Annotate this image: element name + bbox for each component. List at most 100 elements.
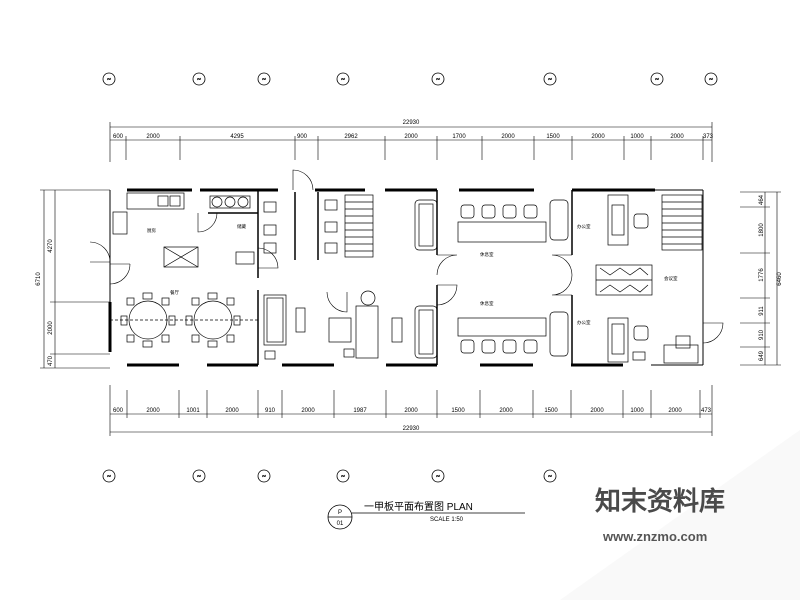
axis-marker-label: ~ — [262, 474, 266, 480]
left-total-dimension: 6710 — [36, 272, 42, 286]
outer-walls — [108, 188, 704, 367]
axis-marker-label: ~ — [341, 474, 345, 480]
door — [551, 254, 573, 276]
office-furniture — [595, 194, 703, 364]
axis-marker: ~ — [257, 469, 271, 483]
door — [109, 263, 131, 285]
dimension-label: 1776 — [759, 268, 765, 282]
drawing-title: 一甲板平面布置图 PLAN — [364, 500, 473, 513]
axis-marker: ~ — [336, 72, 350, 86]
drawing-title-block: P 01 一甲板平面布置图 PLAN SCALE 1:50 — [327, 500, 525, 530]
axis-marker: ~ — [543, 72, 557, 86]
dimension-label: 373 — [703, 134, 714, 140]
dimension-label: 900 — [297, 134, 308, 140]
axis-marker-label: ~ — [709, 77, 713, 83]
dimension-label: 2000 — [668, 408, 682, 414]
room-label-lounge-lower: 休息室 — [480, 300, 494, 307]
armchairs — [460, 204, 538, 354]
door — [292, 169, 314, 191]
dimension-label: 473 — [701, 408, 712, 414]
dimension-label: 1700 — [452, 134, 466, 140]
dimension-label: 464 — [759, 194, 765, 205]
dimension-label: 2000 — [670, 134, 684, 140]
room-label-meeting: 会议室 — [664, 275, 678, 282]
axis-marker-label: ~ — [436, 474, 440, 480]
dimension-label: 2000 — [48, 321, 54, 335]
axis-marker-label: ~ — [197, 77, 201, 83]
lounge-furniture — [414, 199, 569, 359]
dimension-label: 911 — [759, 306, 765, 316]
dimension-label: 2000 — [404, 134, 418, 140]
dimension-label: 1001 — [186, 408, 200, 414]
top-dimension-chain — [109, 122, 713, 162]
axis-marker-label: ~ — [107, 474, 111, 480]
drawing-scale: SCALE 1:50 — [430, 517, 464, 523]
dimension-label: 1987 — [353, 408, 367, 414]
door — [551, 274, 573, 296]
doors — [89, 169, 724, 344]
dimension-label: 600 — [113, 408, 124, 414]
room-label-office-upper: 办公室 — [577, 223, 591, 230]
dimension-label: 1000 — [630, 408, 644, 414]
room-label-dining: 餐厅 — [170, 289, 179, 296]
corridor-fixtures — [263, 194, 403, 360]
dimension-label: 470 — [48, 355, 54, 366]
drawing-symbol-top: P — [338, 510, 342, 516]
axis-marker-label: ~ — [436, 77, 440, 83]
door — [89, 241, 111, 263]
dimension-label: 2000 — [404, 408, 418, 414]
dimension-label: 910 — [759, 329, 765, 340]
watermark-url: www.znzmo.com — [602, 529, 707, 544]
axis-marker: ~ — [650, 72, 664, 86]
dimension-label: 2000 — [590, 408, 604, 414]
drawing-symbol-bottom: 01 — [337, 521, 344, 527]
left-dimension-chain — [40, 189, 110, 369]
axis-marker: ~ — [102, 469, 116, 483]
room-label-office-lower: 办公室 — [577, 319, 591, 326]
room-label-store: 储藏 — [237, 223, 246, 230]
dimension-label: 1800 — [759, 223, 765, 237]
top-axis-markers: ~ ~ ~ ~ ~ ~ ~ ~ — [102, 72, 718, 86]
axis-marker-label: ~ — [197, 474, 201, 480]
door — [436, 254, 458, 276]
door — [326, 291, 348, 313]
bottom-dimension-chain — [109, 385, 713, 436]
top-dimension-labels: 600 2000 4295 900 2962 2000 1700 2000 15… — [113, 134, 714, 140]
axis-marker: ~ — [543, 469, 557, 483]
axis-marker-label: ~ — [107, 77, 111, 83]
dimension-label: 1500 — [544, 408, 558, 414]
bottom-dimension-labels: 600 2000 1001 2000 910 2000 1987 2000 15… — [113, 408, 712, 414]
watermark-brand: 知末资料库 — [595, 486, 725, 516]
dimension-label: 1500 — [546, 134, 560, 140]
dimension-label: 1500 — [451, 408, 465, 414]
dimension-label: 4270 — [48, 239, 54, 253]
axis-marker: ~ — [704, 72, 718, 86]
bottom-axis-markers: ~ ~ ~ ~ ~ ~ — [102, 469, 557, 483]
room-label-kitchen: 厨房 — [147, 227, 156, 234]
door — [197, 212, 218, 233]
dimension-label: 2000 — [501, 134, 515, 140]
axis-marker: ~ — [431, 469, 445, 483]
dimension-label: 600 — [113, 134, 124, 140]
right-dimension-chain — [740, 191, 781, 366]
kitchen-fixtures — [112, 192, 255, 268]
dimension-label: 2000 — [225, 408, 239, 414]
watermark: 知末资料库 www.znzmo.com — [595, 486, 725, 544]
dining-tables — [110, 292, 258, 348]
axis-marker: ~ — [336, 469, 350, 483]
door — [436, 284, 458, 306]
right-total-dimension: 6460 — [777, 272, 783, 286]
watermark-backdrop — [560, 430, 800, 600]
axis-marker: ~ — [431, 72, 445, 86]
axis-marker-label: ~ — [341, 77, 345, 83]
dimension-label: 2000 — [146, 408, 160, 414]
axis-marker: ~ — [257, 72, 271, 86]
dimension-label: 910 — [265, 408, 276, 414]
dimension-label: 2000 — [146, 134, 160, 140]
axis-marker: ~ — [102, 72, 116, 86]
top-total-dimension: 22930 — [403, 120, 420, 126]
axis-marker-label: ~ — [655, 77, 659, 83]
dimension-label: 2000 — [301, 408, 315, 414]
bottom-total-dimension: 22930 — [403, 426, 420, 432]
